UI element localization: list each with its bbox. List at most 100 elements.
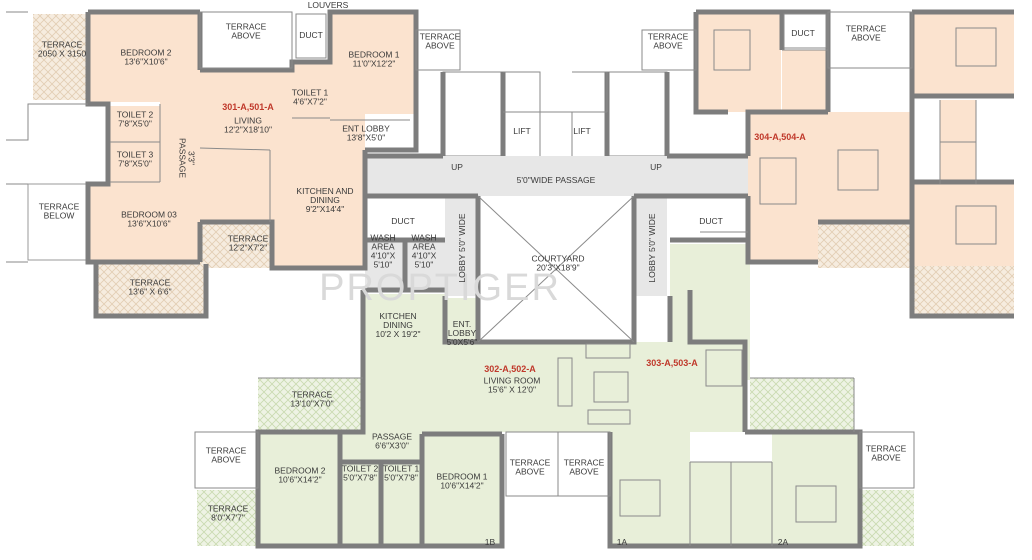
unit-label-302: 302-A,502-A [484,364,536,374]
room-label-line: LOBBY 5'0" WIDE [457,213,467,283]
room-label-line: 7'8"X5'0" [118,159,152,169]
room-label-line: ABOVE [231,31,261,41]
room-label-mark-2a: 2A [778,537,789,547]
room-label-passage-5: 5'0"WIDE PASSAGE [517,175,596,185]
bedroom1-302-area [422,434,502,546]
unit-301-area [27,14,416,314]
room-label-line: TERRACE [226,22,267,32]
room-label-line: ABOVE [515,467,545,477]
room-label-line: BELOW [44,211,75,221]
passage-301-area [160,102,200,182]
room-label-line: 13'6"X10'6" [127,219,170,229]
stair-right [606,71,668,157]
passage-302-area [340,432,422,458]
dining-303-area [690,290,750,380]
room-label-line: ENT LOBBY [342,124,390,134]
room-label-line: 6'6"X3'0" [375,441,409,451]
room-label-line: KITCHEN AND [296,186,353,196]
room-label-line: 15'6" X 12'0" [488,385,536,395]
room-label-line: BEDROOM 2 [274,466,325,476]
room-label-line: 11'0"X12'2" [353,59,396,69]
room-label-line: LOUVERS [308,0,349,10]
room-label-duct-left: DUCT [391,216,415,226]
room-label-line: TERRACE [420,32,461,42]
room-label-line: 5'10" [415,260,434,270]
watermark: PROPTIGER [319,267,561,309]
room-label-up-left: UP [451,162,463,172]
room-label-line: 5'0"X7'8" [384,473,418,483]
room-label-line: 4'10"X [371,251,396,261]
room-label-line: 10'6"X14'2" [440,481,483,491]
room-label-line: LIFT [513,126,530,136]
terrace-302-w-area [258,378,363,432]
room-label-line: 4'10"X [412,251,437,261]
room-label-line: TERRACE [564,458,605,468]
room-label-line: 2A [778,537,789,547]
bedroom2-302-area [260,434,340,546]
room-label-line: 4'6"X7'2" [293,97,327,107]
bedroom-304-n-area [697,14,781,112]
unit-label-304: 304-A,504-A [754,132,806,142]
wash-area-1 [365,240,405,290]
walls [6,9,1014,549]
room-label-line: COURTYARD [531,254,584,264]
room-label-line: 5'0"X7'8" [343,473,377,483]
room-label-line: LIVING [234,116,262,126]
room-label-line: WASH [411,233,436,243]
room-label-line: ABOVE [871,453,901,463]
room-label-line: TOILET 1 [383,464,420,474]
room-label-line: DINING [383,320,413,330]
room-label-line: LOBBY [448,328,477,338]
room-label-line: AREA [412,242,435,252]
room-label-line: LOBBY 5'0" WIDE [647,213,657,283]
toilet1-301-area [292,62,330,118]
room-label-line: DUCT [791,28,815,38]
terrace-301-sw-area [97,264,205,314]
room-label-duct-304: DUCT [791,28,815,38]
terrace-303-se-area [862,490,914,546]
room-label-line: TERRACE [846,24,887,34]
room-label-line: TERRACE [208,504,249,514]
room-label-line: 12'2"X18'10" [224,125,272,135]
passage-common [365,156,748,196]
bedroom3-301-area [90,182,200,260]
room-label-line: TOILET 3 [117,150,154,160]
room-label-line: 5'0"WIDE PASSAGE [517,175,596,185]
room-label-lobby-left: LOBBY 5'0" WIDE [457,213,467,283]
room-label-line: 5'0X5'6" [447,337,478,347]
room-label-line: 12'2"X7'2" [229,243,268,253]
room-label-line: KITCHEN [379,311,416,321]
duct-right-area [670,198,750,240]
toilet-block-301-area [110,106,160,182]
toilet-304-n-area [782,50,828,114]
terrace-304-se-area [914,266,1014,314]
terrace-304-s-area [818,222,912,268]
room-label-line: LIFT [573,126,590,136]
room-label-line: TERRACE [510,458,551,468]
room-label-line: 13'10"X7'0" [290,399,333,409]
room-label-line: BEDROOM 1 [348,50,399,60]
terrace-301-s-area [200,222,272,268]
room-label-line: 2050 X 3150 [38,49,86,59]
room-label-line: 1B [485,537,496,547]
ent-lobby-302-area [445,298,481,342]
